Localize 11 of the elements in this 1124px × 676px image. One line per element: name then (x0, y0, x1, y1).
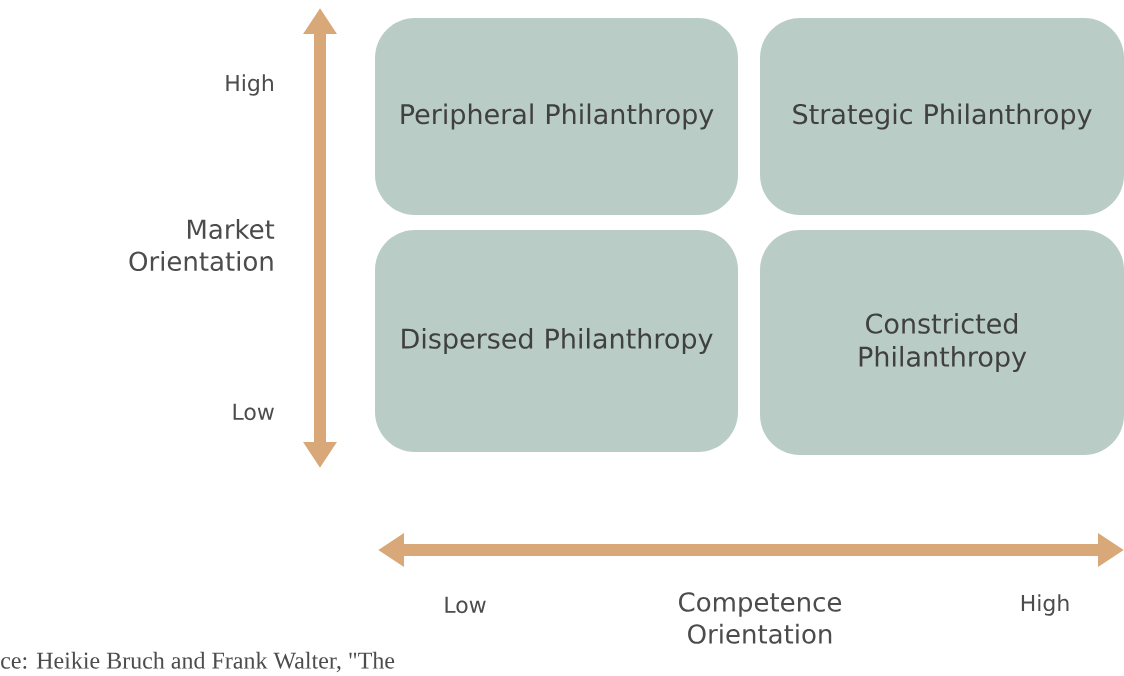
axis-title: Market Orientation (129, 218, 275, 272)
axis-label: High (1021, 594, 1069, 616)
axis-label: Low (445, 596, 486, 614)
quadrant-box: Dispersed Philanthropy (375, 230, 738, 452)
quadrant-box: Constricted Philanthropy (760, 230, 1124, 455)
source-note: ce: Heikie Bruch and Frank Walter, "The (1, 651, 395, 673)
axis-label: Low (233, 403, 274, 421)
quadrant-box: Strategic Philanthropy (760, 18, 1124, 215)
axis-label: High (226, 74, 273, 96)
quadrant-box: Peripheral Philanthropy (375, 18, 738, 215)
axis-title: Competence Orientation (679, 592, 842, 644)
